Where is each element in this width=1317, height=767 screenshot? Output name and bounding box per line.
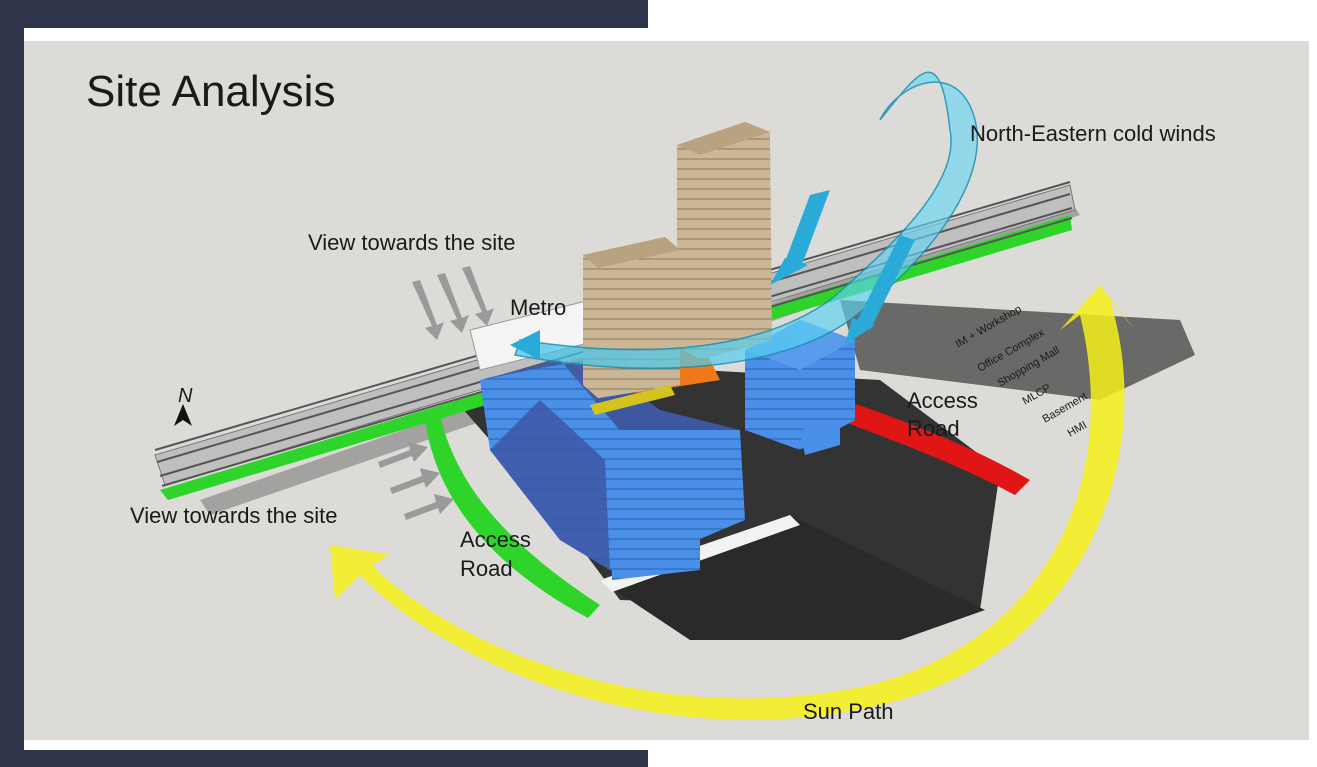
wind-flow	[510, 71, 979, 369]
view-arrows-top	[412, 266, 494, 340]
label-access-road-right-1: Access	[907, 388, 978, 413]
label-north: N	[178, 385, 193, 407]
page-title: Site Analysis	[86, 67, 335, 116]
tower-right	[677, 122, 772, 360]
label-access-road-left-1: Access	[460, 527, 531, 552]
podium-left	[480, 360, 745, 580]
label-view-top: View towards the site	[308, 230, 515, 255]
label-winds: North-Eastern cold winds	[970, 121, 1216, 146]
slide-frame-top	[0, 0, 648, 28]
program-label: HMI	[1066, 419, 1089, 439]
label-sun-path: Sun Path	[803, 699, 894, 724]
slide-frame-bottom	[0, 750, 648, 767]
label-access-road-left-2: Road	[460, 556, 513, 581]
slide-frame-left	[0, 0, 24, 767]
tower-left	[583, 237, 680, 398]
connector-yellow	[590, 385, 675, 415]
label-metro: Metro	[510, 295, 566, 320]
label-access-road-right-2: Road	[907, 416, 960, 441]
access-road-right	[840, 400, 1030, 495]
site-ground-front	[600, 515, 985, 640]
north-arrow	[174, 404, 192, 426]
access-road-left	[425, 415, 600, 618]
view-arrows-bottom	[378, 442, 454, 520]
label-view-bottom: View towards the site	[130, 503, 337, 528]
